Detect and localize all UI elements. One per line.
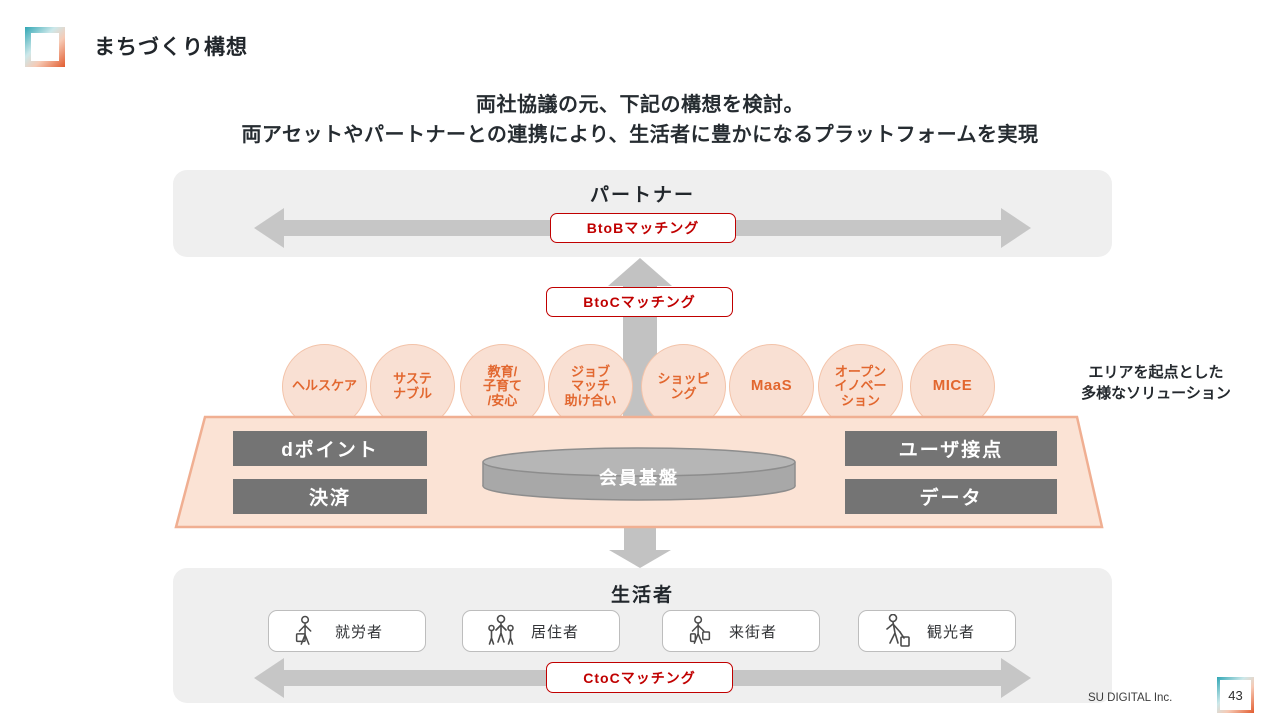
solution-circle-label: サステ ナブル <box>392 370 432 401</box>
solution-circle-jobmatch: ジョブ マッチ 助け合い <box>548 344 633 429</box>
page-number: 43 <box>1220 680 1251 710</box>
solution-circle-label: MaaS <box>750 377 793 395</box>
persona-card-tourist: 観光者 <box>858 610 1016 652</box>
brand-logo-icon <box>25 27 65 67</box>
ctoc-matching-badge: CtoCマッチング <box>546 662 733 693</box>
statement-line2: 両アセットやパートナーとの連携により、生活者に豊かになるプラットフォームを実現 <box>241 124 1039 146</box>
solution-circle-mice: MICE <box>910 344 995 429</box>
solution-circle-shopping: ショッピ ング <box>641 344 726 429</box>
slide-title: まちづくり構想 <box>94 36 248 59</box>
down-arrow <box>609 527 671 568</box>
solution-circle-label: 教育/ 子育て /安心 <box>482 363 522 408</box>
persona-card-city-visitor: 来街者 <box>662 610 820 652</box>
solutions-note-line1: エリアを起点とした <box>1088 364 1224 381</box>
city-visitor-icon <box>689 615 711 644</box>
persona-card-resident: 居住者 <box>462 610 620 652</box>
worker-icon <box>295 615 312 645</box>
btoc-matching-badge: BtoCマッチング <box>546 287 733 317</box>
residents-panel-title: 生活者 <box>610 585 674 606</box>
brand-logo-inner <box>31 33 59 61</box>
family-icon <box>488 614 514 645</box>
btob-matching-badge: BtoBマッチング <box>550 213 736 243</box>
member-base-cylinder <box>482 447 796 501</box>
persona-label: 観光者 <box>927 623 976 641</box>
solutions-note-line2: 多様なソリューション <box>1081 385 1231 402</box>
solution-circle-healthcare: ヘルスケア <box>282 344 367 429</box>
footer-company: SU DIGITAL Inc. <box>1088 692 1173 704</box>
persona-label: 居住者 <box>531 623 580 641</box>
solution-circle-label: MICE <box>932 377 973 395</box>
solution-circle-openinnovation: オープン イノベー ション <box>818 344 903 429</box>
platform-item-user-touchpoint: ユーザ接点 <box>845 431 1057 466</box>
persona-label: 来街者 <box>729 623 778 641</box>
persona-label: 就労者 <box>335 623 384 641</box>
tourist-icon <box>886 614 910 647</box>
solution-circle-label: ヘルスケア <box>291 378 357 394</box>
platform-item-dpoint: dポイント <box>233 431 427 466</box>
platform-item-data: データ <box>845 479 1057 514</box>
persona-card-worker: 就労者 <box>268 610 426 652</box>
solution-circle-label: ショッピ ング <box>657 370 710 401</box>
page-number-badge: 43 <box>1217 677 1254 713</box>
statement: 両社協議の元、下記の構想を検討。 両アセットやパートナーとの連携により、生活者に… <box>0 90 1280 150</box>
solutions-note: エリアを起点とした 多様なソリューション <box>1060 362 1252 404</box>
partner-panel-title: パートナー <box>589 185 695 206</box>
platform-item-payment: 決済 <box>233 479 427 514</box>
solution-circle-education: 教育/ 子育て /安心 <box>460 344 545 429</box>
platform-item-member-base: 会員基盤 <box>599 468 679 488</box>
solution-circle-label: ジョブ マッチ 助け合い <box>564 363 617 408</box>
solution-circle-label: オープン イノベー ション <box>834 363 887 408</box>
statement-line1: 両社協議の元、下記の構想を検討。 <box>476 94 804 116</box>
